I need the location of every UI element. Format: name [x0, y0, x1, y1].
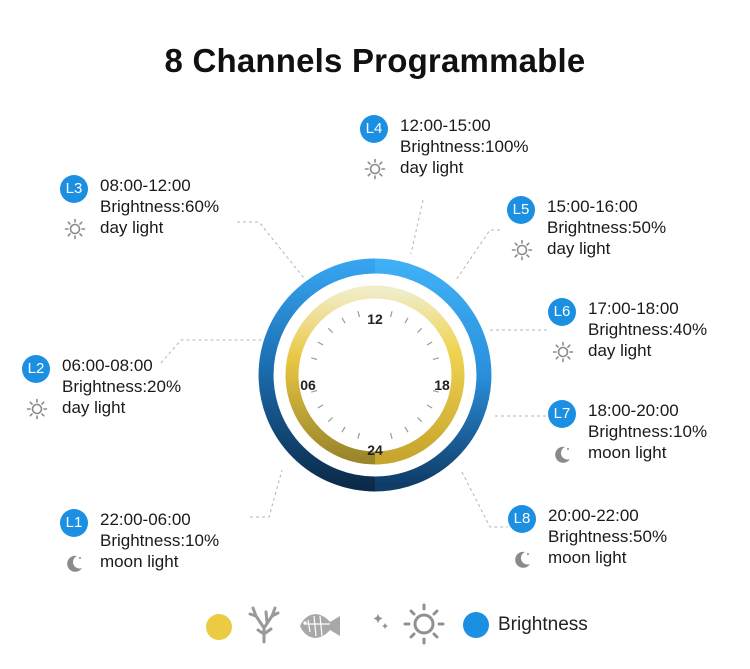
sun-icon [403, 603, 445, 645]
channel-badge: L2 [22, 355, 50, 383]
channel-badge: L5 [507, 196, 535, 224]
leader-line-l3 [237, 221, 305, 279]
channel-mode: day light [100, 218, 164, 237]
channel-mode: moon light [588, 443, 667, 462]
dial-tick [341, 426, 346, 433]
yellow-dot-icon [206, 614, 232, 640]
legend-label-brightness: Brightness [498, 614, 588, 635]
channel-time: 20:00-22:00 [548, 506, 639, 525]
dial-label-24: 24 [367, 442, 383, 458]
dial-tick [404, 317, 409, 324]
coral-icon [248, 606, 280, 644]
moon-icon [67, 555, 82, 572]
dial-tick [317, 404, 324, 409]
channel-brightness: Brightness:10% [588, 422, 708, 441]
channel-time: 08:00-12:00 [100, 176, 191, 195]
dial-tick [432, 389, 439, 393]
channel-mode: day light [547, 239, 611, 258]
channel-mode: day light [400, 158, 464, 177]
dial-tick [311, 357, 318, 361]
fish-icon [300, 614, 340, 638]
dial-tick [426, 341, 433, 346]
dial-label-18: 18 [434, 377, 450, 393]
leader-line-l2 [160, 339, 272, 364]
channel-brightness: Brightness:50% [548, 527, 668, 546]
blue-dot-icon [463, 612, 489, 638]
dial-tick [341, 317, 346, 324]
dial-tick [357, 432, 361, 439]
dial-label-12: 12 [367, 311, 383, 327]
sun-icon [364, 158, 386, 180]
dial-tick [389, 311, 393, 318]
leader-line-l4 [410, 199, 424, 255]
channel-time: 18:00-20:00 [588, 401, 679, 420]
dial-tick [311, 389, 318, 393]
channel-badge: L4 [360, 115, 388, 143]
channel-time: 22:00-06:00 [100, 510, 191, 529]
dial-label-06: 06 [300, 377, 316, 393]
dial-tick [404, 426, 409, 433]
channel-mode: moon light [100, 552, 179, 571]
moon-icon [555, 446, 570, 463]
dial-tick [317, 341, 324, 346]
moon-stars-icon [361, 609, 388, 643]
channel-badge: L3 [60, 175, 88, 203]
channel-brightness: Brightness:60% [100, 197, 220, 216]
dial-tick [327, 417, 333, 423]
dial-tick [389, 432, 393, 439]
dial-tick [426, 404, 433, 409]
legend [0, 600, 750, 650]
sun-icon [64, 218, 86, 240]
dial-tick [417, 327, 423, 333]
channel-time: 17:00-18:00 [588, 299, 679, 318]
dial-ticks [311, 311, 439, 439]
channel-badge: L7 [548, 400, 576, 428]
channel-mode: moon light [548, 548, 627, 567]
leader-line-l1 [250, 469, 283, 518]
leader-line-l8 [461, 471, 508, 528]
channel-mode: day light [62, 398, 126, 417]
sun-icon [511, 239, 533, 261]
channel-brightness: Brightness:50% [547, 218, 667, 237]
moon-icon [515, 551, 530, 568]
outer-brightness-ring [258, 258, 492, 492]
dial-tick [327, 327, 333, 333]
channel-badge: L1 [60, 509, 88, 537]
channel-mode: day light [588, 341, 652, 360]
dial-tick [417, 417, 423, 423]
sun-icon [26, 398, 48, 420]
channel-brightness: Brightness:100% [400, 137, 529, 156]
leader-lines [160, 199, 548, 528]
dial-tick [432, 357, 439, 361]
channel-time: 15:00-16:00 [547, 197, 638, 216]
channel-brightness: Brightness:10% [100, 531, 220, 550]
leader-line-l5 [455, 229, 500, 281]
channel-brightness: Brightness:40% [588, 320, 708, 339]
dial-numbers: 12 06 18 24 [300, 311, 450, 458]
channel-brightness: Brightness:20% [62, 377, 182, 396]
channel-badge: L8 [508, 505, 536, 533]
inner-channel-ring [285, 285, 465, 465]
sun-icon [552, 341, 574, 363]
page-title: 8 Channels Programmable [164, 42, 586, 79]
channel-badge: L6 [548, 298, 576, 326]
dial-tick [357, 311, 361, 318]
channel-time: 12:00-15:00 [400, 116, 491, 135]
channel-time: 06:00-08:00 [62, 356, 153, 375]
